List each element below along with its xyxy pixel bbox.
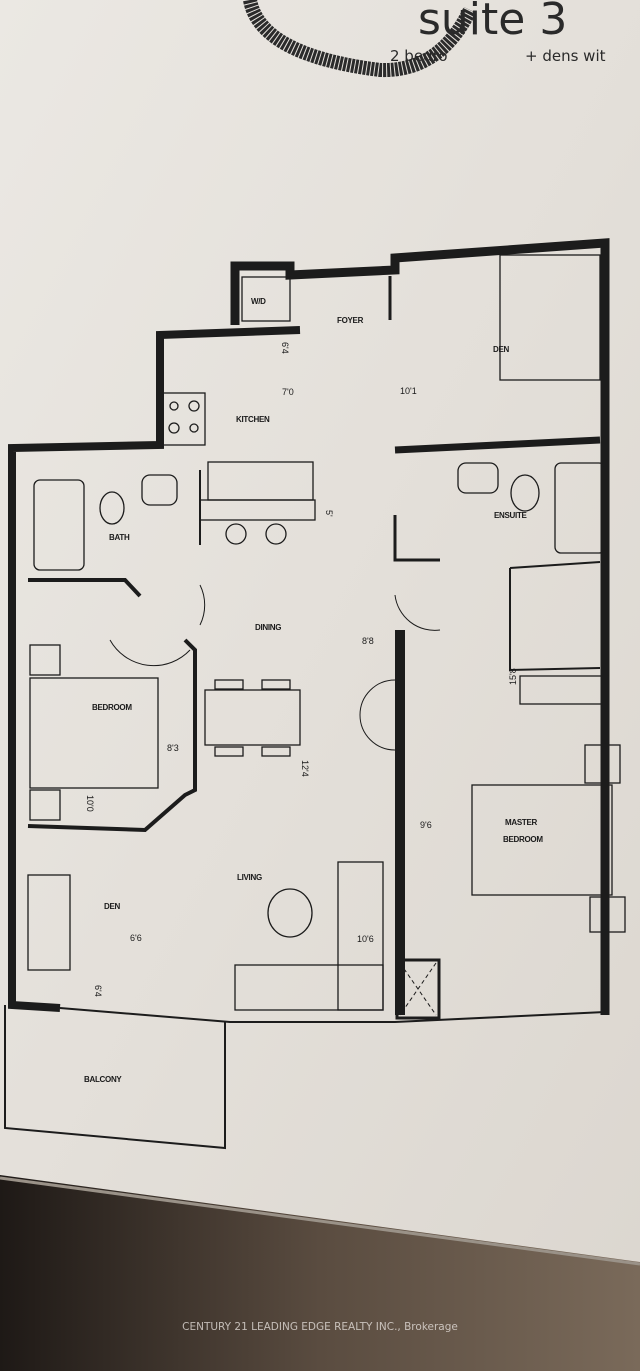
den-desk: [27, 874, 71, 971]
coffee-table: [267, 888, 313, 938]
label-wd: W/D: [251, 297, 266, 306]
shaft-x: [399, 962, 437, 1016]
paper-sheet: [0, 0, 640, 1262]
ensuite-tub: [554, 462, 606, 554]
dim-living-w: 10'6: [357, 934, 374, 944]
logo-ring: [243, 0, 477, 78]
fixtures: [27, 254, 626, 1011]
bathtub: [33, 479, 85, 571]
suite-title: suite 3: [418, 0, 567, 45]
watermark: CENTURY 21 LEADING EDGE REALTY INC., Bro…: [182, 1321, 458, 1333]
dim-kitchen-w: 7'0: [282, 387, 294, 397]
label-master-1: MASTER: [505, 818, 538, 827]
dim-master-closet: 15'8: [508, 668, 518, 685]
label-balcony: BALCONY: [84, 1075, 122, 1084]
label-bedroom: BEDROOM: [92, 703, 132, 712]
dim-dining-len: 12'4: [300, 760, 310, 777]
dim-bedroom-w: 8'3: [167, 743, 179, 753]
label-ensuite: ENSUITE: [494, 511, 528, 520]
walls: [8, 238, 610, 1023]
subtitle-right: + dens wit: [525, 47, 606, 65]
label-foyer: FOYER: [337, 316, 364, 325]
door-swing: [394, 594, 441, 631]
dim-island: 5': [324, 510, 334, 517]
master-bed: [471, 784, 613, 896]
door-swing: [109, 639, 191, 667]
label-den-top: DEN: [493, 345, 510, 354]
subtitle-left: 2 bedro: [390, 47, 448, 65]
label-living: LIVING: [237, 873, 262, 882]
label-bath: BATH: [109, 533, 130, 542]
dim-bedroom-len: 10'0: [85, 795, 95, 812]
paper-edge: [0, 1176, 640, 1266]
dining-table: [204, 689, 301, 746]
dim-den-top-w: 10'1: [400, 386, 417, 396]
label-den-bottom: DEN: [104, 902, 121, 911]
dim-dining-w: 8'8: [362, 636, 374, 646]
dim-kitchen-nook: 6'4: [280, 342, 290, 354]
shaft: [395, 958, 441, 1020]
dim-master-w: 9'6: [420, 820, 432, 830]
bedroom-bed: [29, 677, 159, 789]
label-kitchen: KITCHEN: [236, 415, 270, 424]
label-dining: DINING: [255, 623, 281, 632]
dim-den-bottom-w: 6'6: [130, 933, 142, 943]
stove: [162, 392, 206, 446]
door-swing: [359, 679, 396, 751]
door-swing: [199, 584, 206, 626]
label-master-2: BEDROOM: [503, 835, 543, 844]
balcony-outline: [4, 1005, 226, 1150]
dim-balcony-d: 6'4: [93, 985, 103, 997]
